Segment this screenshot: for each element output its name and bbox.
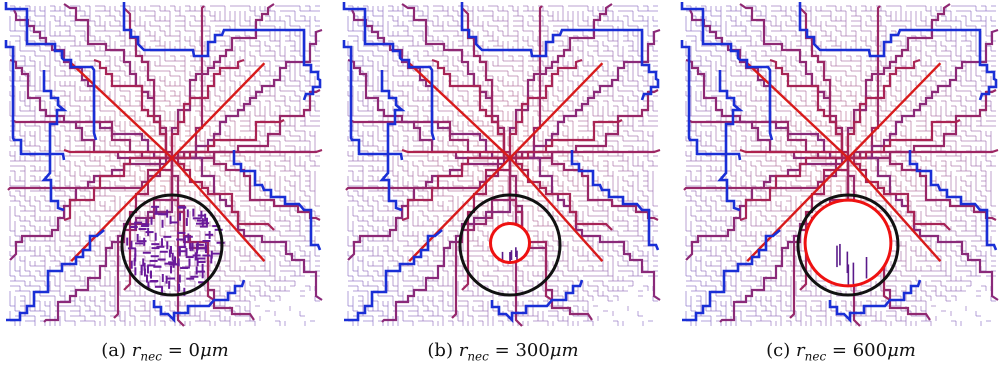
necrotic-core xyxy=(805,200,891,286)
necrotic-core xyxy=(490,223,530,263)
caption-subscript: nec xyxy=(804,349,827,364)
caption-label: (b) xyxy=(427,340,453,361)
tumor-vessels xyxy=(126,205,225,296)
caption-subscript: nec xyxy=(140,349,162,364)
necrotic-boundary xyxy=(803,198,893,288)
necrotic-boundary xyxy=(489,222,531,264)
caption-unit: μm xyxy=(199,340,229,361)
caption-b: (b) rnec = 300μm xyxy=(342,340,664,364)
caption-equals: = xyxy=(831,340,853,361)
caption-unit: μm xyxy=(887,340,916,361)
tumor-boundary xyxy=(120,193,224,297)
caption-symbol: r xyxy=(796,340,805,361)
vessel-network-a xyxy=(4,2,323,327)
caption-equals: = xyxy=(167,340,189,361)
veins xyxy=(680,2,998,324)
vessel-branches xyxy=(7,3,323,327)
vessel-network-b xyxy=(342,2,661,327)
tumor-boundary xyxy=(796,193,900,297)
caption-c: (c) rnec = 600μm xyxy=(680,340,1002,364)
caption-label: (c) xyxy=(766,340,791,361)
caption-symbol: r xyxy=(458,340,468,361)
caption-value: 600 xyxy=(852,340,888,361)
caption-a: (a) rnec = 0μm xyxy=(4,340,326,364)
caption-value: 300 xyxy=(515,340,550,361)
necrotic-remnants xyxy=(836,243,868,286)
veins xyxy=(342,2,660,324)
vessel-branches xyxy=(345,3,661,327)
caption-label: (a) xyxy=(101,340,127,361)
tumor-boundary xyxy=(458,193,562,297)
caption-symbol: r xyxy=(131,340,141,361)
panel-c: (c) rnec = 600μm xyxy=(680,0,1002,377)
caption-subscript: nec xyxy=(467,349,489,364)
veins xyxy=(4,2,322,324)
caption-equals: = xyxy=(494,340,516,361)
panel-a: (a) rnec = 0μm xyxy=(4,0,326,377)
caption-unit: μm xyxy=(549,340,579,361)
panel-b: (b) rnec = 300μm xyxy=(342,0,664,377)
vessel-network-c xyxy=(680,2,999,327)
caption-value: 0 xyxy=(188,340,200,361)
